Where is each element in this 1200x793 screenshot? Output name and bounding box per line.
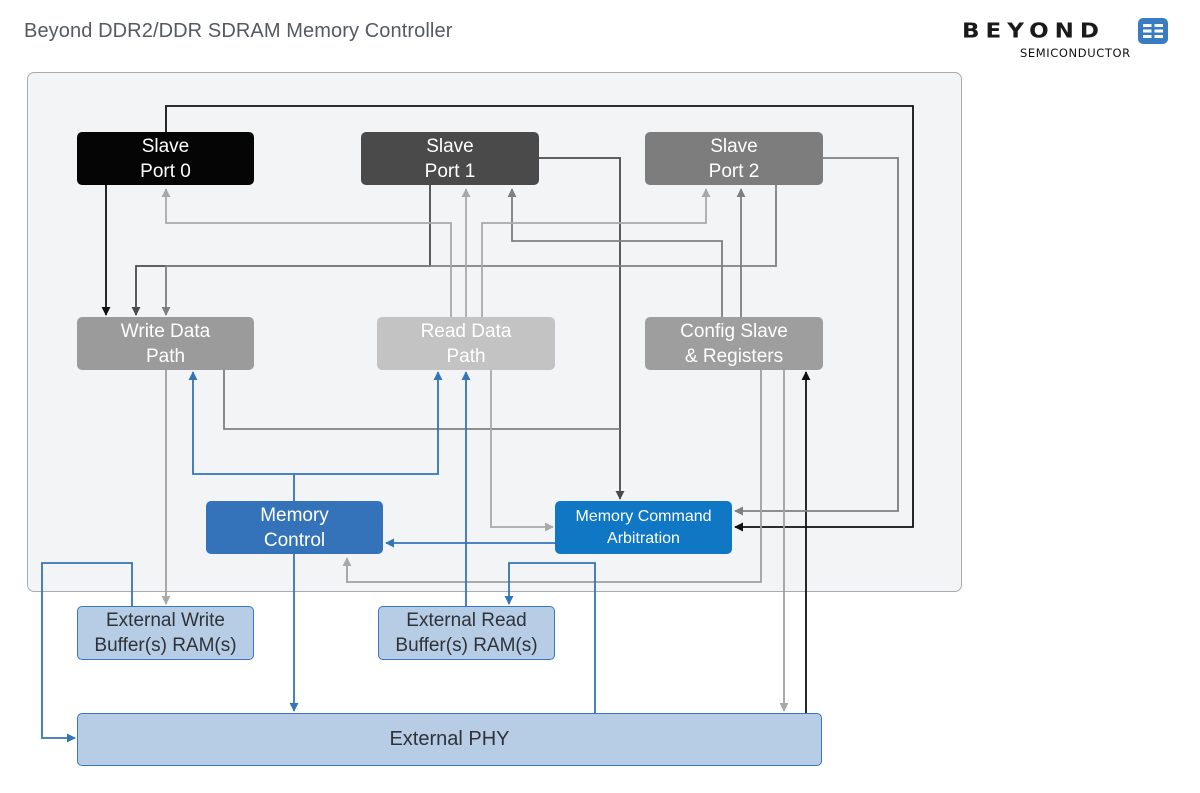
wire-ext-write-to-phy: [41, 562, 133, 743]
slave-port-0: Slave Port 0: [77, 132, 254, 185]
wire-read-path-to-sp0: [161, 188, 452, 317]
slave-port-1-label: Slave Port 1: [424, 135, 476, 182]
external-write-buffer-label: External Write Buffer(s) RAM(s): [94, 610, 237, 656]
wire-config-to-memory-control: [342, 370, 762, 583]
wire-read-path-to-sp2: [481, 188, 711, 317]
write-data-path-label: Write Data Path: [120, 320, 211, 367]
write-data-path: Write Data Path: [77, 317, 254, 370]
slave-port-2: Slave Port 2: [645, 132, 823, 185]
slave-port-1: Slave Port 1: [361, 132, 539, 185]
wire-sp2-to-arbitration: [734, 157, 899, 516]
external-read-buffer-label: External Read Buffer(s) RAM(s): [395, 610, 538, 656]
external-phy: External PHY: [77, 713, 822, 766]
external-read-buffer: External Read Buffer(s) RAM(s): [378, 606, 555, 660]
read-data-path-label: Read Data Path: [420, 320, 512, 367]
memory-control: Memory Control: [206, 501, 383, 554]
wire-write-path-to-arbitration: [223, 370, 620, 430]
read-data-path: Read Data Path: [377, 317, 555, 370]
wire-memory-control-to-read-path: [294, 371, 443, 475]
wire-sp1-to-write-path: [131, 185, 431, 316]
logo-subtitle: SEMICONDUCTOR: [1020, 46, 1131, 60]
slave-port-2-label: Slave Port 2: [708, 135, 760, 182]
config-slave-label: Config Slave & Registers: [680, 320, 788, 367]
wire-read-path-to-arbitration: [490, 370, 554, 532]
memory-command-arbitration-label: Memory Command Arbitration: [575, 507, 712, 547]
external-phy-label: External PHY: [389, 728, 510, 750]
wire-sp0-to-arbitration: [165, 105, 914, 532]
wire-sp2-to-write-path: [161, 185, 777, 316]
external-write-buffer: External Write Buffer(s) RAM(s): [77, 606, 254, 660]
slave-port-0-label: Slave Port 0: [140, 135, 191, 182]
wire-sp1-to-arbitration: [539, 157, 625, 500]
beyond-logo: BEYOND SEMICONDUCTOR: [962, 16, 1182, 66]
memory-command-arbitration: Memory Command Arbitration: [555, 501, 732, 554]
wire-config-to-sp1: [507, 188, 723, 317]
page-title: Beyond DDR2/DDR SDRAM Memory Controller: [24, 20, 453, 42]
logo-mark-icon: [1138, 18, 1168, 44]
wire-memory-control-to-write-path: [188, 371, 295, 501]
config-slave-registers: Config Slave & Registers: [645, 317, 823, 370]
wire-phy-to-ext-read: [504, 562, 596, 713]
logo-wordmark: BEYOND: [962, 19, 1105, 43]
memory-control-label: Memory Control: [260, 504, 329, 551]
